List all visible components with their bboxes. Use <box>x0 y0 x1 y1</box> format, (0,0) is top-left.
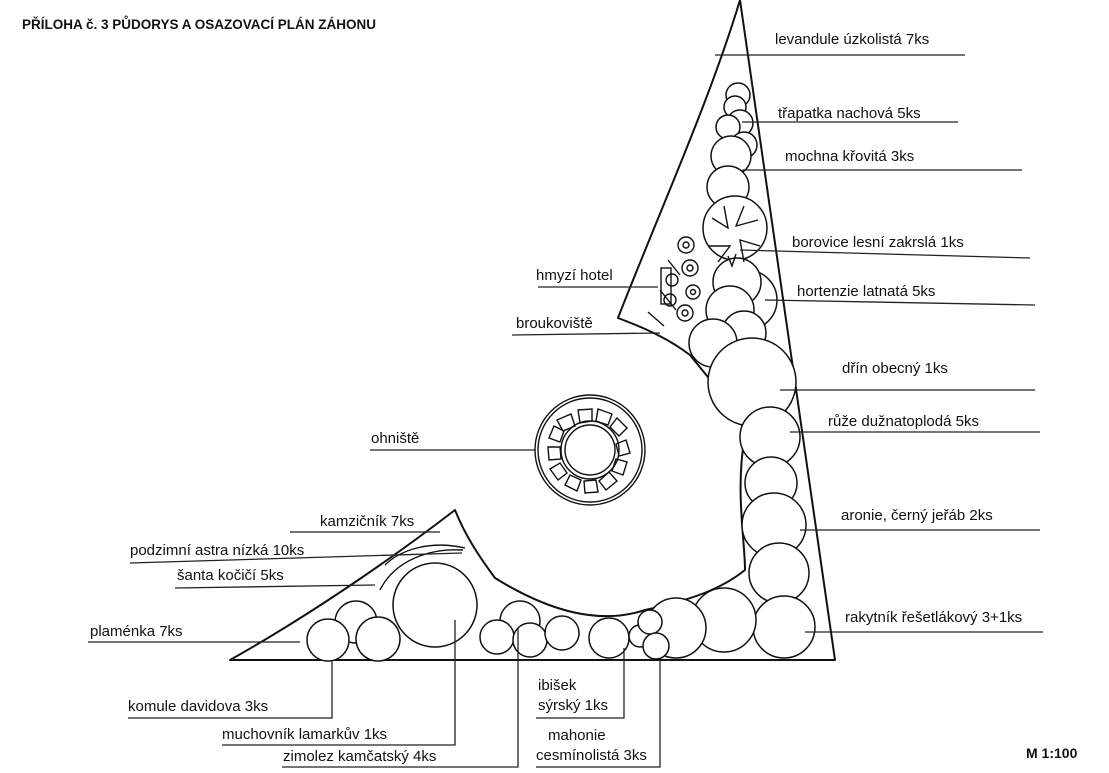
label-hmyzi-hotel: hmyzí hotel <box>536 267 613 284</box>
label-broukoviste: broukoviště <box>516 315 593 332</box>
label-trapatka: třapatka nachová 5ks <box>778 105 921 122</box>
label-mahonie-line1: mahonie <box>548 727 606 744</box>
scale-label: M 1:100 <box>1026 745 1078 761</box>
label-kamzicnik: kamzičník 7ks <box>320 513 414 530</box>
fire-pit <box>534 394 646 506</box>
label-borovice: borovice lesní zakrslá 1ks <box>792 234 964 251</box>
label-muchovnik: muchovník lamarkův 1ks <box>222 726 387 743</box>
plan-title: PŘÍLOHA č. 3 PŮDORYS A OSAZOVACÍ PLÁN ZÁ… <box>22 16 376 32</box>
label-rakytnik: rakytník řešetlákový 3+1ks <box>845 609 1022 626</box>
label-ruze: růže dužnatoplodá 5ks <box>828 413 979 430</box>
label-levandule: levandule úzkolistá 7ks <box>775 31 929 48</box>
label-ohniste: ohniště <box>371 430 419 447</box>
plant-labels: levandule úzkolistá 7ks třapatka nachová… <box>90 31 1022 765</box>
plant-circles-lower <box>306 544 670 662</box>
pine-symbol <box>708 205 761 269</box>
label-mochna: mochna křovitá 3ks <box>785 148 914 165</box>
label-ibisek-line2: sýrský 1ks <box>538 697 608 714</box>
label-zimolez: zimolez kamčatský 4ks <box>283 748 436 765</box>
label-drin: dřín obecný 1ks <box>842 360 948 377</box>
label-komule: komule davidova 3ks <box>128 698 268 715</box>
label-ibisek-line1: ibišek <box>538 677 577 694</box>
label-aronie: aronie, černý jeřáb 2ks <box>841 507 993 524</box>
label-astra: podzimní astra nízká 10ks <box>130 542 304 559</box>
bed-outline <box>229 0 836 661</box>
label-plamenka: plaménka 7ks <box>90 623 183 640</box>
label-hortenzie: hortenzie latnatá 5ks <box>797 283 935 300</box>
label-santa: šanta kočičí 5ks <box>177 567 284 584</box>
insect-hotel-symbol <box>647 236 701 327</box>
label-mahonie-line2: cesmínolistá 3ks <box>536 747 647 764</box>
leader-lines <box>88 54 1043 768</box>
